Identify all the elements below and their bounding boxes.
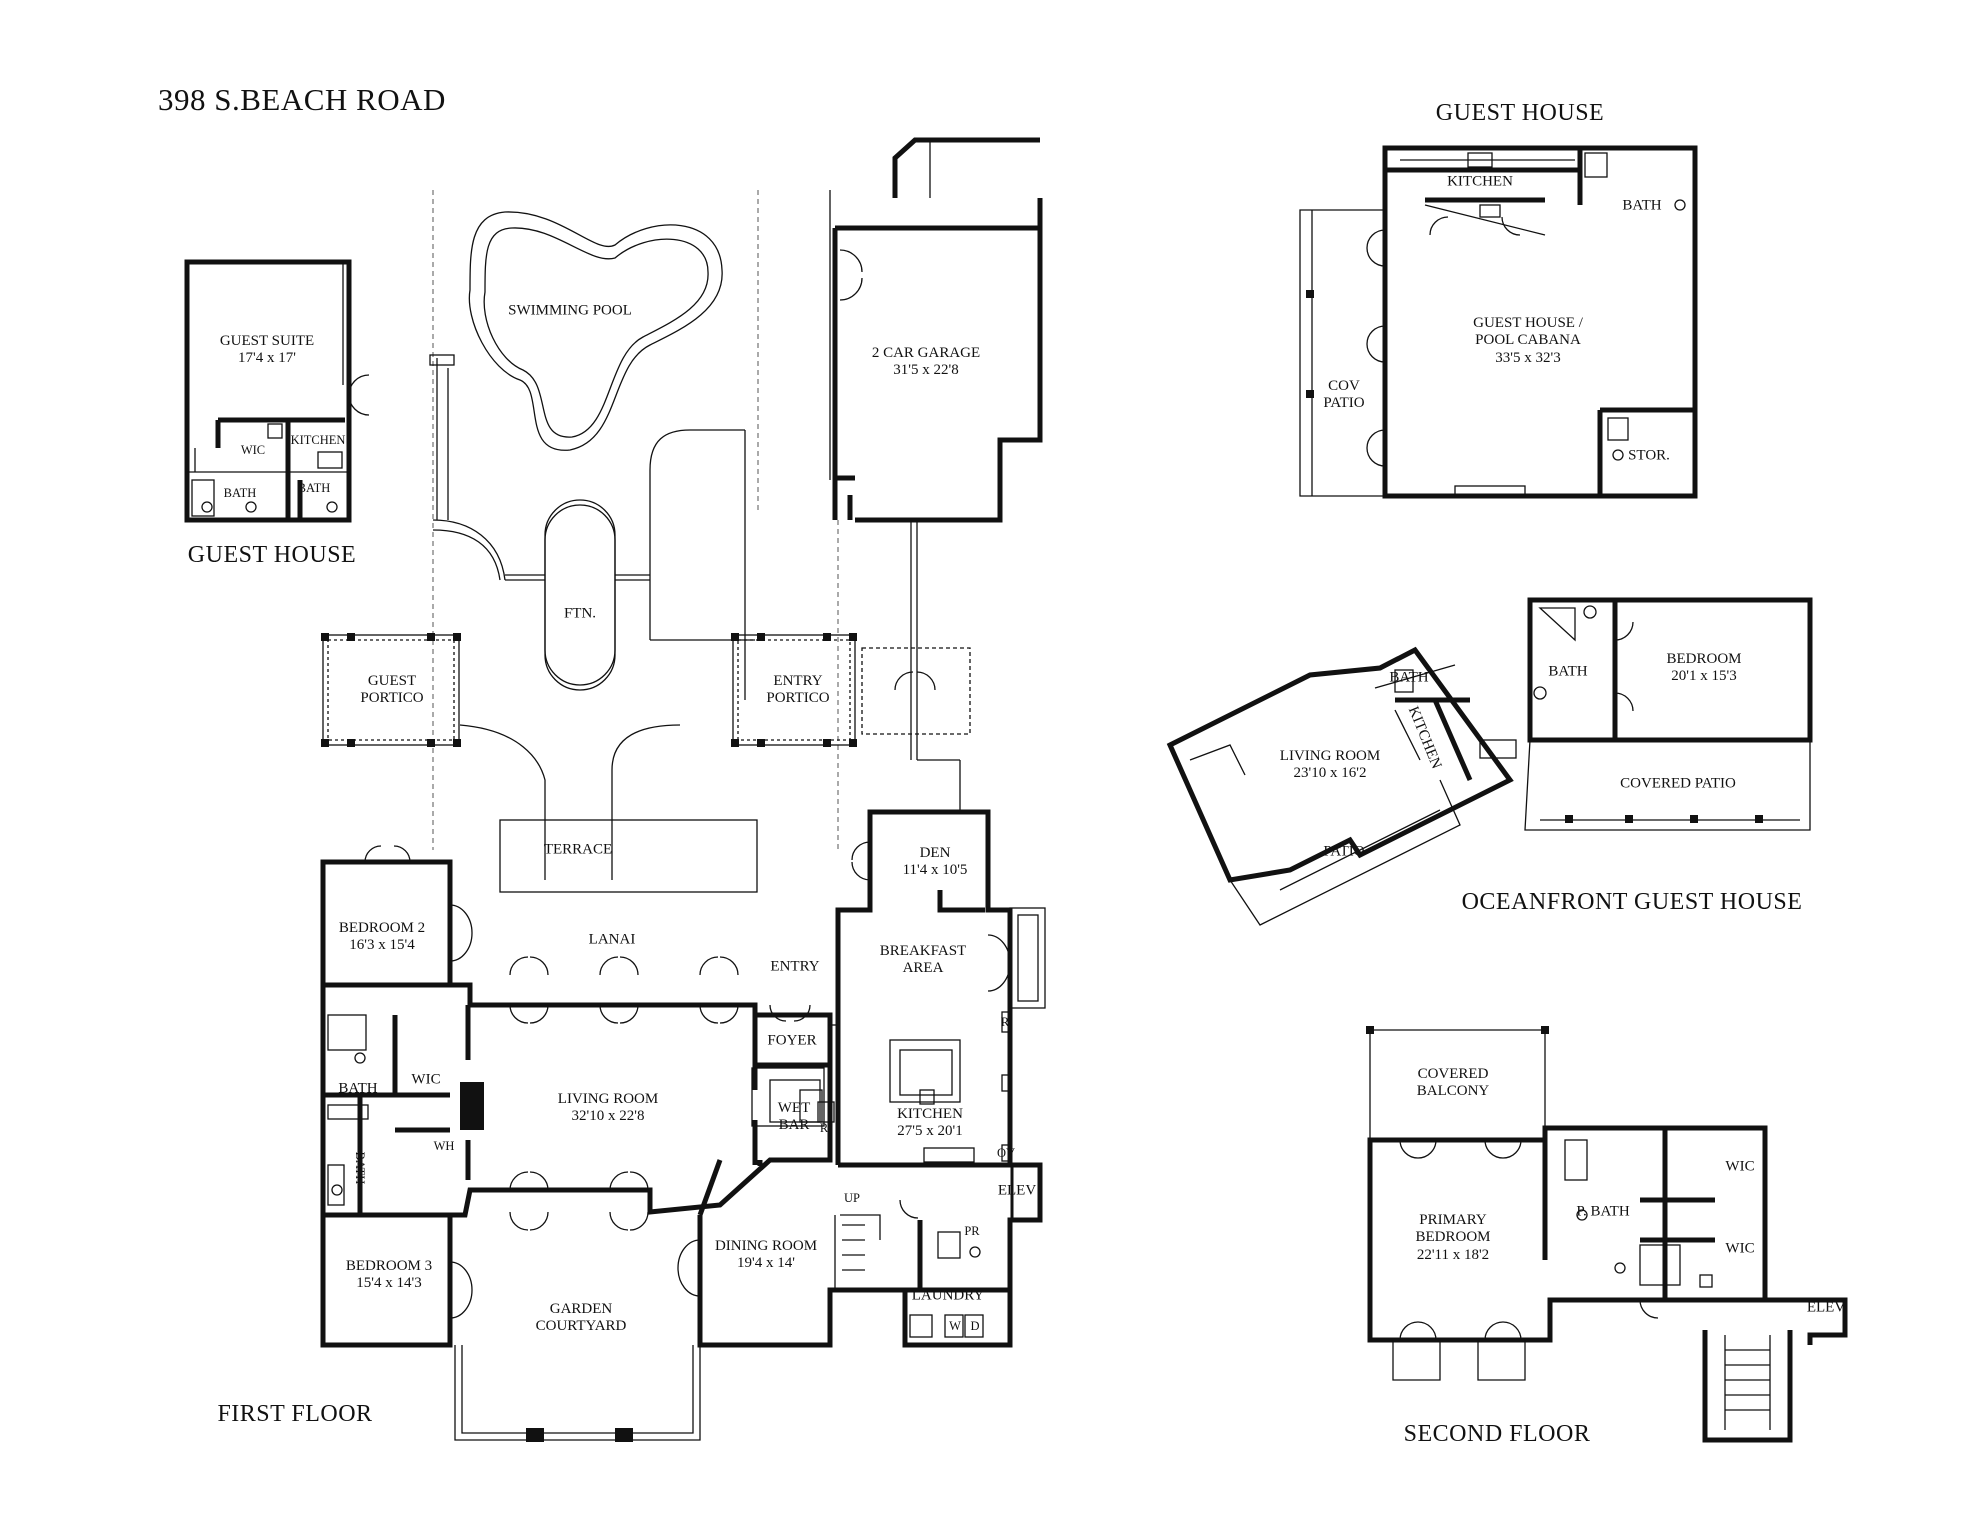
- guest-portico: GUEST PORTICO: [360, 672, 424, 706]
- stairs-up: UP: [844, 1190, 860, 1205]
- refrigerator-mark-2: R: [1000, 1014, 1010, 1029]
- foyer: FOYER: [767, 1032, 817, 1049]
- room-wic-1: WIC: [1725, 1158, 1755, 1175]
- room-den: DEN 11'4 x 10'5: [902, 844, 968, 878]
- room-kitchen: KITCHEN: [1447, 173, 1513, 190]
- room-garage: 2 CAR GARAGE 31'5 x 22'8: [871, 344, 981, 378]
- water-heater: WH: [433, 1138, 455, 1153]
- room-bath-2: BATH: [297, 480, 331, 495]
- room-primary-bedroom: PRIMARY BEDROOM 22'11 x 18'2: [1415, 1212, 1491, 1263]
- swimming-pool: SWIMMING POOL: [508, 302, 632, 319]
- elevator: ELEV: [1806, 1299, 1846, 1316]
- fountain: FTN.: [563, 605, 597, 622]
- patio: PATIO: [1323, 843, 1365, 860]
- powder-room: PR: [964, 1223, 980, 1238]
- oceanfront-heading: OCEANFRONT GUEST HOUSE: [1461, 889, 1803, 916]
- garden-courtyard: GARDEN COURTYARD: [535, 1300, 627, 1334]
- covered-patio: COV PATIO: [1323, 377, 1365, 411]
- room-living-room: LIVING ROOM 23'10 x 16'2: [1279, 747, 1381, 781]
- room-bath: BATH: [1389, 669, 1429, 686]
- refrigerator-mark: R: [819, 1120, 829, 1135]
- site-plan: [429, 137, 1043, 893]
- guest-house-left-plan: [184, 259, 370, 523]
- storage: STOR.: [1628, 447, 1670, 464]
- first-floor-heading: FIRST FLOOR: [217, 1401, 373, 1428]
- room-guest-suite: GUEST SUITE 17'4 x 17': [219, 332, 315, 366]
- room-wic-2: WIC: [1725, 1240, 1755, 1257]
- room-wic: WIC: [240, 442, 266, 457]
- entry-portico: ENTRY PORTICO: [766, 672, 830, 706]
- room-bath-1: BATH: [223, 485, 257, 500]
- page-title: 398 S.BEACH ROAD: [158, 82, 446, 117]
- room-kitchen: KITCHEN: [290, 432, 346, 447]
- dryer-mark: D: [970, 1318, 980, 1333]
- guest-house-right-heading: GUEST HOUSE: [1435, 100, 1605, 127]
- breakfast-area: BREAKFAST AREA: [879, 942, 967, 976]
- room-dining-room: DINING ROOM 19'4 x 14': [714, 1237, 818, 1271]
- room-bath-vertical: BATH: [353, 1151, 368, 1185]
- room-bedroom: BEDROOM 20'1 x 15'3: [1666, 650, 1742, 684]
- covered-balcony: COVERED BALCONY: [1416, 1065, 1490, 1099]
- room-bath-2: BATH: [1548, 663, 1588, 680]
- laundry: LAUNDRY: [911, 1287, 985, 1304]
- room-guest-house-cabana: GUEST HOUSE / POOL CABANA 33'5 x 32'3: [1473, 315, 1583, 366]
- room-wic: WIC: [411, 1071, 441, 1088]
- room-bedroom-3: BEDROOM 3 15'4 x 14'3: [345, 1257, 433, 1291]
- porticos: [321, 633, 971, 747]
- washer-mark: W: [949, 1318, 961, 1333]
- room-kitchen: KITCHEN 27'5 x 20'1: [897, 1105, 963, 1139]
- room-bath: BATH: [1622, 197, 1662, 214]
- oceanfront-guest-house-plan: [1166, 597, 1813, 926]
- primary-bath: P. BATH: [1576, 1203, 1630, 1220]
- lanai: LANAI: [588, 931, 636, 948]
- entry: ENTRY: [770, 958, 820, 975]
- second-floor-heading: SECOND FLOOR: [1403, 1421, 1591, 1448]
- oven-mark: OV: [996, 1145, 1016, 1160]
- wet-bar: WET BAR: [777, 1099, 811, 1133]
- guest-house-right-plan: [1299, 145, 1698, 499]
- room-bath: BATH: [338, 1080, 378, 1097]
- room-bedroom-2: BEDROOM 2 16'3 x 15'4: [338, 919, 426, 953]
- elevator: ELEV: [997, 1182, 1037, 1199]
- room-living-room: LIVING ROOM 32'10 x 22'8: [557, 1090, 659, 1124]
- covered-patio: COVERED PATIO: [1620, 775, 1736, 792]
- guest-house-left-heading: GUEST HOUSE: [187, 542, 357, 569]
- first-floor-plan: [320, 809, 1046, 1442]
- terrace: TERRACE: [543, 841, 613, 858]
- second-floor-plan: [1366, 1026, 1848, 1443]
